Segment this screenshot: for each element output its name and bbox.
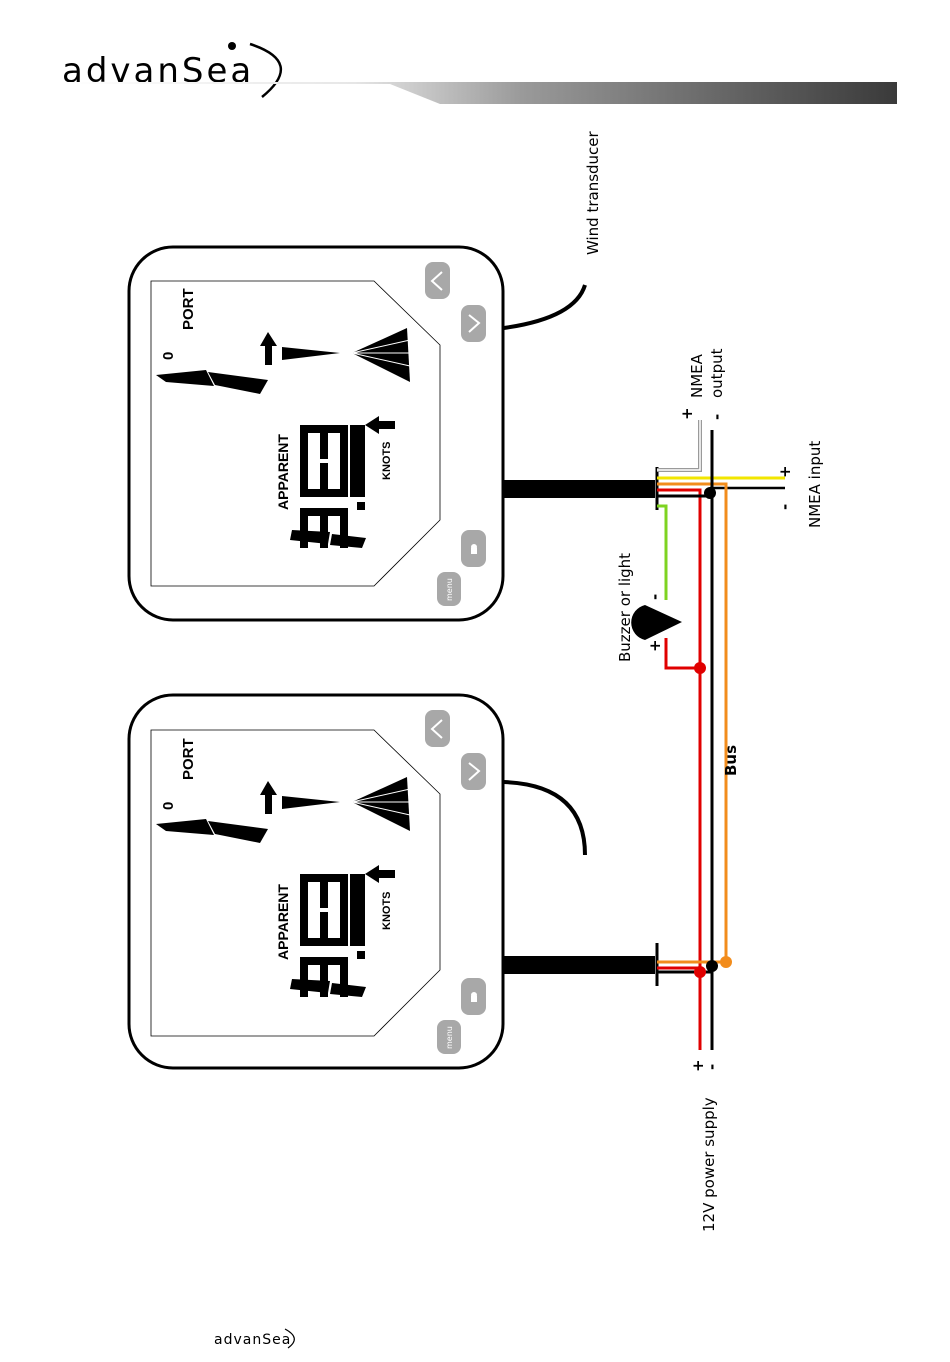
bottom-instrument-cable	[503, 956, 655, 974]
down-button[interactable]	[461, 305, 486, 342]
knots-label: KNOTS	[381, 442, 393, 481]
label-nmea-output-plus: +	[678, 407, 696, 420]
instrument-top: menu PORT 0 APPARENT KNOTS	[129, 247, 503, 620]
junction-ground-top	[704, 487, 716, 499]
label-nmea-input: NMEA input	[806, 441, 824, 528]
port-label: PORT	[180, 738, 197, 780]
label-buzzer-plus: +	[646, 639, 664, 652]
label-power-minus: -	[703, 1064, 721, 1070]
label-buzzer-minus: -	[646, 594, 664, 600]
apparent-label: APPARENT	[275, 434, 291, 510]
footer: advanSea	[214, 1329, 294, 1348]
menu-button-label: menu	[445, 1026, 454, 1049]
label-nmea-input-plus: +	[776, 465, 794, 478]
wind-transducer-cable-bottom	[504, 782, 585, 855]
label-buzzer-or-light: Buzzer or light	[616, 553, 634, 662]
label-nmea-input-minus: -	[776, 504, 794, 510]
up-button[interactable]	[425, 710, 450, 747]
label-nmea-output-line2: output	[708, 348, 726, 398]
up-button[interactable]	[425, 262, 450, 299]
logo-swoosh	[250, 44, 281, 97]
buzzer-symbol	[631, 605, 682, 640]
label-nmea-output-line1: NMEA	[688, 353, 706, 398]
zero-label: 0	[160, 352, 177, 360]
label-wind-transducer: Wind transducer	[584, 130, 602, 255]
header: advanSea	[62, 42, 897, 104]
brand-logo: advanSea	[62, 51, 254, 91]
junction-buzzer-power	[694, 662, 706, 674]
wires	[631, 420, 785, 1050]
instrument-bottom: menu PORT 0 APPARENT KNOTS	[129, 695, 503, 1068]
wind-transducer-cable-top	[504, 285, 585, 328]
nmea-output-wire	[657, 420, 700, 470]
buzzer-negative-wire	[657, 506, 666, 600]
power-positive-wire	[657, 490, 700, 1050]
top-instrument-cable	[503, 480, 655, 498]
logo-dot	[228, 42, 236, 50]
label-power-supply: 12V power supply	[700, 1097, 718, 1232]
junction-bus-bottom	[720, 956, 732, 968]
footer-brand-logo: advanSea	[214, 1332, 291, 1348]
wire-labels: Wind transducer NMEA output + - NMEA inp…	[584, 130, 824, 1232]
junction-power-bottom	[694, 966, 706, 978]
label-nmea-output-minus: -	[708, 414, 726, 420]
apparent-label: APPARENT	[275, 884, 291, 960]
menu-button-label: menu	[445, 578, 454, 601]
buzzer-positive-wire	[666, 638, 700, 668]
port-label: PORT	[180, 288, 197, 330]
zero-label: 0	[160, 802, 177, 810]
junction-ground-bottom	[706, 960, 718, 972]
knots-label: KNOTS	[381, 892, 393, 931]
label-bus: Bus	[722, 745, 740, 776]
down-button[interactable]	[461, 753, 486, 790]
